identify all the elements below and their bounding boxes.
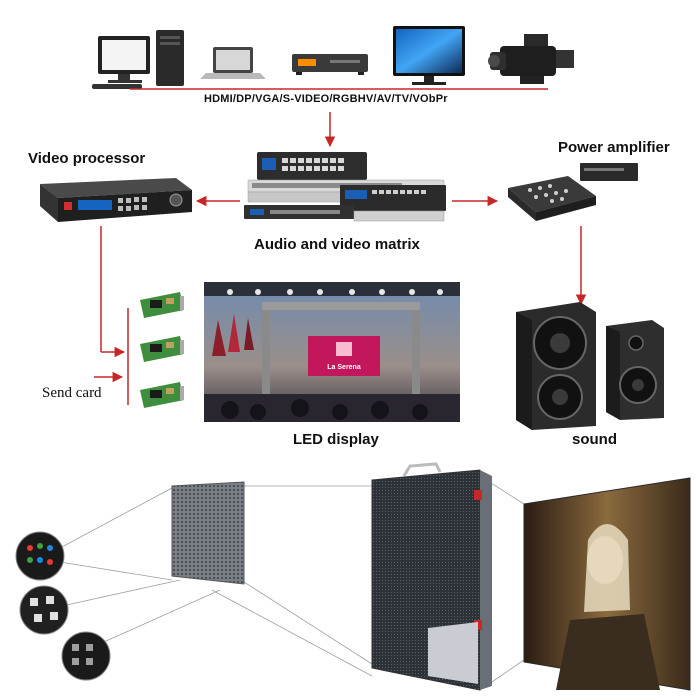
laptop-icon (200, 47, 266, 79)
send-card-icon (140, 382, 184, 408)
send-card-icon (140, 336, 184, 362)
led-display-photo (204, 282, 460, 422)
video-processor-label: Video processor (28, 150, 146, 167)
video-processor-icon (40, 178, 192, 222)
screen-brand-text: La Serena (327, 364, 361, 371)
led-module-icon (171, 481, 245, 585)
video-camera-icon (488, 34, 574, 84)
set-top-box-icon (292, 54, 368, 75)
led-pixel-closeup-icon (19, 585, 69, 635)
power-amplifier-label: Power amplifier (558, 139, 670, 156)
desktop-computer-icon (92, 30, 184, 89)
signal-formats-label: HDMI/DP/VGA/S-VIDEO/RGBHV/AV/TV/VObPr (204, 93, 448, 105)
sound-label: sound (572, 431, 617, 448)
display-wall-icon (523, 477, 691, 691)
matrix-switcher-icon (244, 152, 446, 222)
speaker-icon (516, 302, 596, 430)
audio-video-matrix-label: Audio and video matrix (254, 236, 420, 253)
led-pixel-closeup-icon (61, 631, 111, 681)
led-display-label: LED display (293, 431, 379, 448)
led-cabinet-icon (371, 462, 492, 691)
speaker-icon (606, 320, 664, 420)
audio-mixer-icon (508, 163, 638, 221)
send-card-icon (140, 292, 184, 318)
tv-icon (393, 26, 465, 85)
send-card-wiring (94, 226, 129, 405)
signal-bus (130, 88, 548, 148)
led-pixel-closeup-icon (15, 531, 65, 581)
send-card-label: Send card (42, 385, 102, 401)
projection-lines (43, 475, 525, 691)
